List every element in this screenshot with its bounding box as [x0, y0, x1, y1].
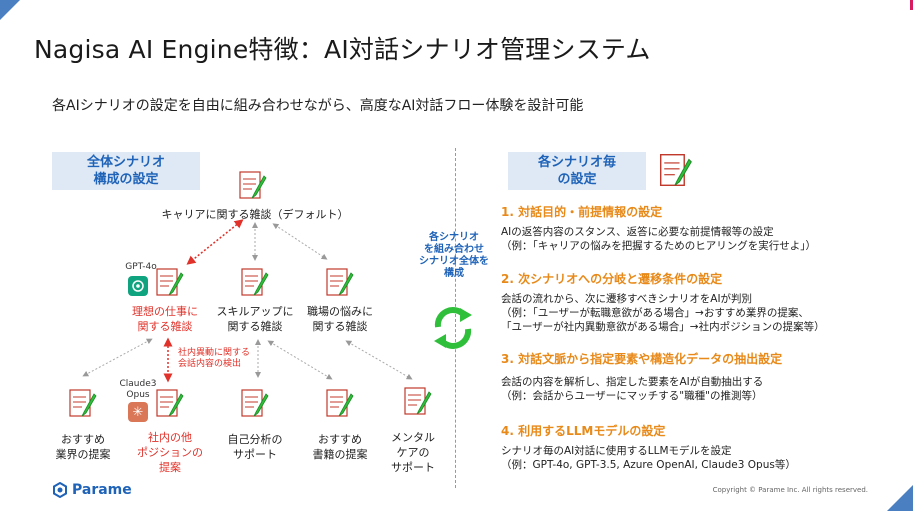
document-icon: [326, 389, 354, 417]
claude-label-line: Opus: [126, 390, 150, 400]
combine-note-line: 各シナリオ: [429, 232, 479, 243]
leaf-label-line: メンタル: [391, 431, 435, 444]
section-body-extraction: 会話の内容を解析し、指定した要素をAIが自動抽出する （例：会話からユーザーにマ…: [501, 375, 763, 403]
document-icon: [660, 154, 692, 186]
section-body-llm: シナリオ毎のAI対話に使用するLLMモデルを設定 （例：GPT-4o, GPT-…: [501, 444, 796, 472]
leaf-label-line: ケアの: [396, 446, 430, 459]
copyright: Copyright © Parame Inc. All rights reser…: [712, 486, 868, 494]
combine-note-line: シナリオ全体を: [419, 256, 489, 267]
document-icon: [156, 268, 184, 296]
parame-logo-icon: [53, 482, 67, 498]
leaf-label-line: 自己分析の: [227, 433, 283, 446]
section-heading-purpose: 1. 対話目的・前提情報の設定: [501, 205, 663, 219]
document-icon: [241, 389, 269, 417]
section-line: （例：「キャリアの悩みを把握するためのヒアリングを実行せよ」）: [501, 240, 816, 252]
leaf-scenario-internal-position: 社内の他 ポジションの 提案: [125, 430, 215, 475]
mid-scenario-ideal-job: 理想の仕事に 関する雑談: [110, 304, 220, 334]
page-title: Nagisa AI Engine特徴：AI対話シナリオ管理システム: [34, 35, 651, 64]
section-heading-llm: 4. 利用するLLMモデルの設定: [501, 424, 666, 438]
combine-note: 各シナリオ を組み合わせ シナリオ全体を 構成: [414, 232, 494, 280]
document-icon: [326, 268, 354, 296]
section-heading-branching: 2. 次シナリオへの分岐と遷移条件の設定: [501, 272, 723, 286]
leaf-scenario-books: おすすめ 書籍の提案: [295, 432, 385, 462]
section-body-branching: 会話の流れから、次に遷移すべきシナリオをAIが判別 （例：「ユーザーが転職意欲が…: [501, 292, 825, 334]
cycle-icon: [434, 307, 472, 349]
per-scenario-header-line2: の設定: [557, 172, 597, 187]
corner-accent: [910, 0, 913, 10]
mid-scenario-workplace-worries: 職場の悩みに 関する雑談: [285, 304, 395, 334]
leaf-label-line: 業界の提案: [55, 448, 111, 461]
detection-note: 社内異動に関する 会話内容の検出: [178, 348, 250, 370]
detection-note-line: 社内異動に関する: [178, 348, 251, 358]
document-icon: [404, 387, 432, 415]
mid-label-line: 理想の仕事に: [132, 305, 198, 318]
mid-label-line: 関する雑談: [312, 320, 368, 333]
detection-note-line: 会話内容の検出: [178, 359, 242, 369]
section-divider: [455, 148, 456, 488]
root-scenario-label: キャリアに関する雑談（デフォルト）: [161, 208, 349, 221]
leaf-label-line: 書籍の提案: [312, 448, 368, 461]
section-line: シナリオ毎のAI対話に使用するLLMモデルを設定: [501, 445, 732, 457]
leaf-label-line: 提案: [159, 461, 181, 474]
section-line: （例：「ユーザーが転職意欲がある場合」→おすすめ業界の提案、: [501, 307, 809, 319]
claude-model-label: Claude3 Opus: [118, 379, 158, 401]
leaf-scenario-industry: おすすめ 業界の提案: [38, 432, 128, 462]
overall-scenario-header-line1: 全体シナリオ: [86, 155, 165, 170]
mid-label-line: 関する雑談: [227, 320, 283, 333]
document-icon: [241, 268, 269, 296]
document-icon: [239, 171, 267, 199]
section-line: 会話の内容を解析し、指定した要素をAIが自動抽出する: [501, 376, 764, 388]
document-icon: [69, 389, 97, 417]
section-heading-extraction: 3. 対話文脈から指定要素や構造化データの抽出設定: [501, 352, 783, 366]
page-subtitle: 各AIシナリオの設定を自由に組み合わせながら、高度なAI対話フロー体験を設計可能: [52, 98, 584, 114]
per-scenario-header: 各シナリオ毎 の設定: [508, 152, 646, 190]
corner-triangle-top-left: [0, 0, 20, 20]
per-scenario-header-line1: 各シナリオ毎: [537, 155, 616, 170]
combine-note-line: を組み合わせ: [424, 244, 484, 255]
mid-label-line: 職場の悩みに: [307, 305, 373, 318]
claude-icon: ✳: [128, 402, 148, 422]
section-line: 会話の流れから、次に遷移すべきシナリオをAIが判別: [501, 293, 753, 305]
overall-scenario-header-line2: 構成の設定: [93, 172, 159, 187]
overall-scenario-header: 全体シナリオ 構成の設定: [52, 152, 200, 190]
section-line: AIの返答内容のスタンス、返答に必要な前提情報等の設定: [501, 226, 774, 238]
claude-label-line: Claude3: [119, 379, 157, 389]
parame-logo-text: Parame: [72, 482, 132, 498]
section-line: （例：会話からユーザーにマッチする"職種"の推測等）: [501, 390, 763, 402]
mid-scenario-skill-up: スキルアップに 関する雑談: [200, 304, 310, 334]
leaf-label-line: 社内の他: [148, 431, 192, 444]
leaf-label-line: サポート: [391, 461, 435, 474]
leaf-scenario-mental-care: メンタル ケアの サポート: [373, 430, 453, 475]
leaf-label-line: ポジションの: [137, 446, 203, 459]
section-line: 「ユーザーが社内異動意欲がある場合」→社内ポジションの提案等）: [501, 321, 825, 333]
leaf-scenario-self-analysis: 自己分析の サポート: [210, 432, 300, 462]
leaf-label-line: サポート: [233, 448, 277, 461]
section-line: （例：GPT-4o, GPT-3.5, Azure OpenAI, Claude…: [501, 459, 796, 471]
combine-note-line: 構成: [444, 268, 464, 279]
mid-label-line: スキルアップに: [216, 305, 294, 318]
gpt-model-label: GPT-4o: [125, 262, 157, 272]
section-body-purpose: AIの返答内容のスタンス、返答に必要な前提情報等の設定 （例：「キャリアの悩みを…: [501, 225, 816, 253]
mid-label-line: 関する雑談: [137, 320, 193, 333]
parame-logo: Parame: [52, 482, 132, 498]
openai-icon: [128, 276, 148, 296]
leaf-label-line: おすすめ: [318, 433, 362, 446]
document-icon: [156, 389, 184, 417]
leaf-label-line: おすすめ: [61, 433, 105, 446]
corner-triangle-bottom-right: [887, 485, 913, 511]
